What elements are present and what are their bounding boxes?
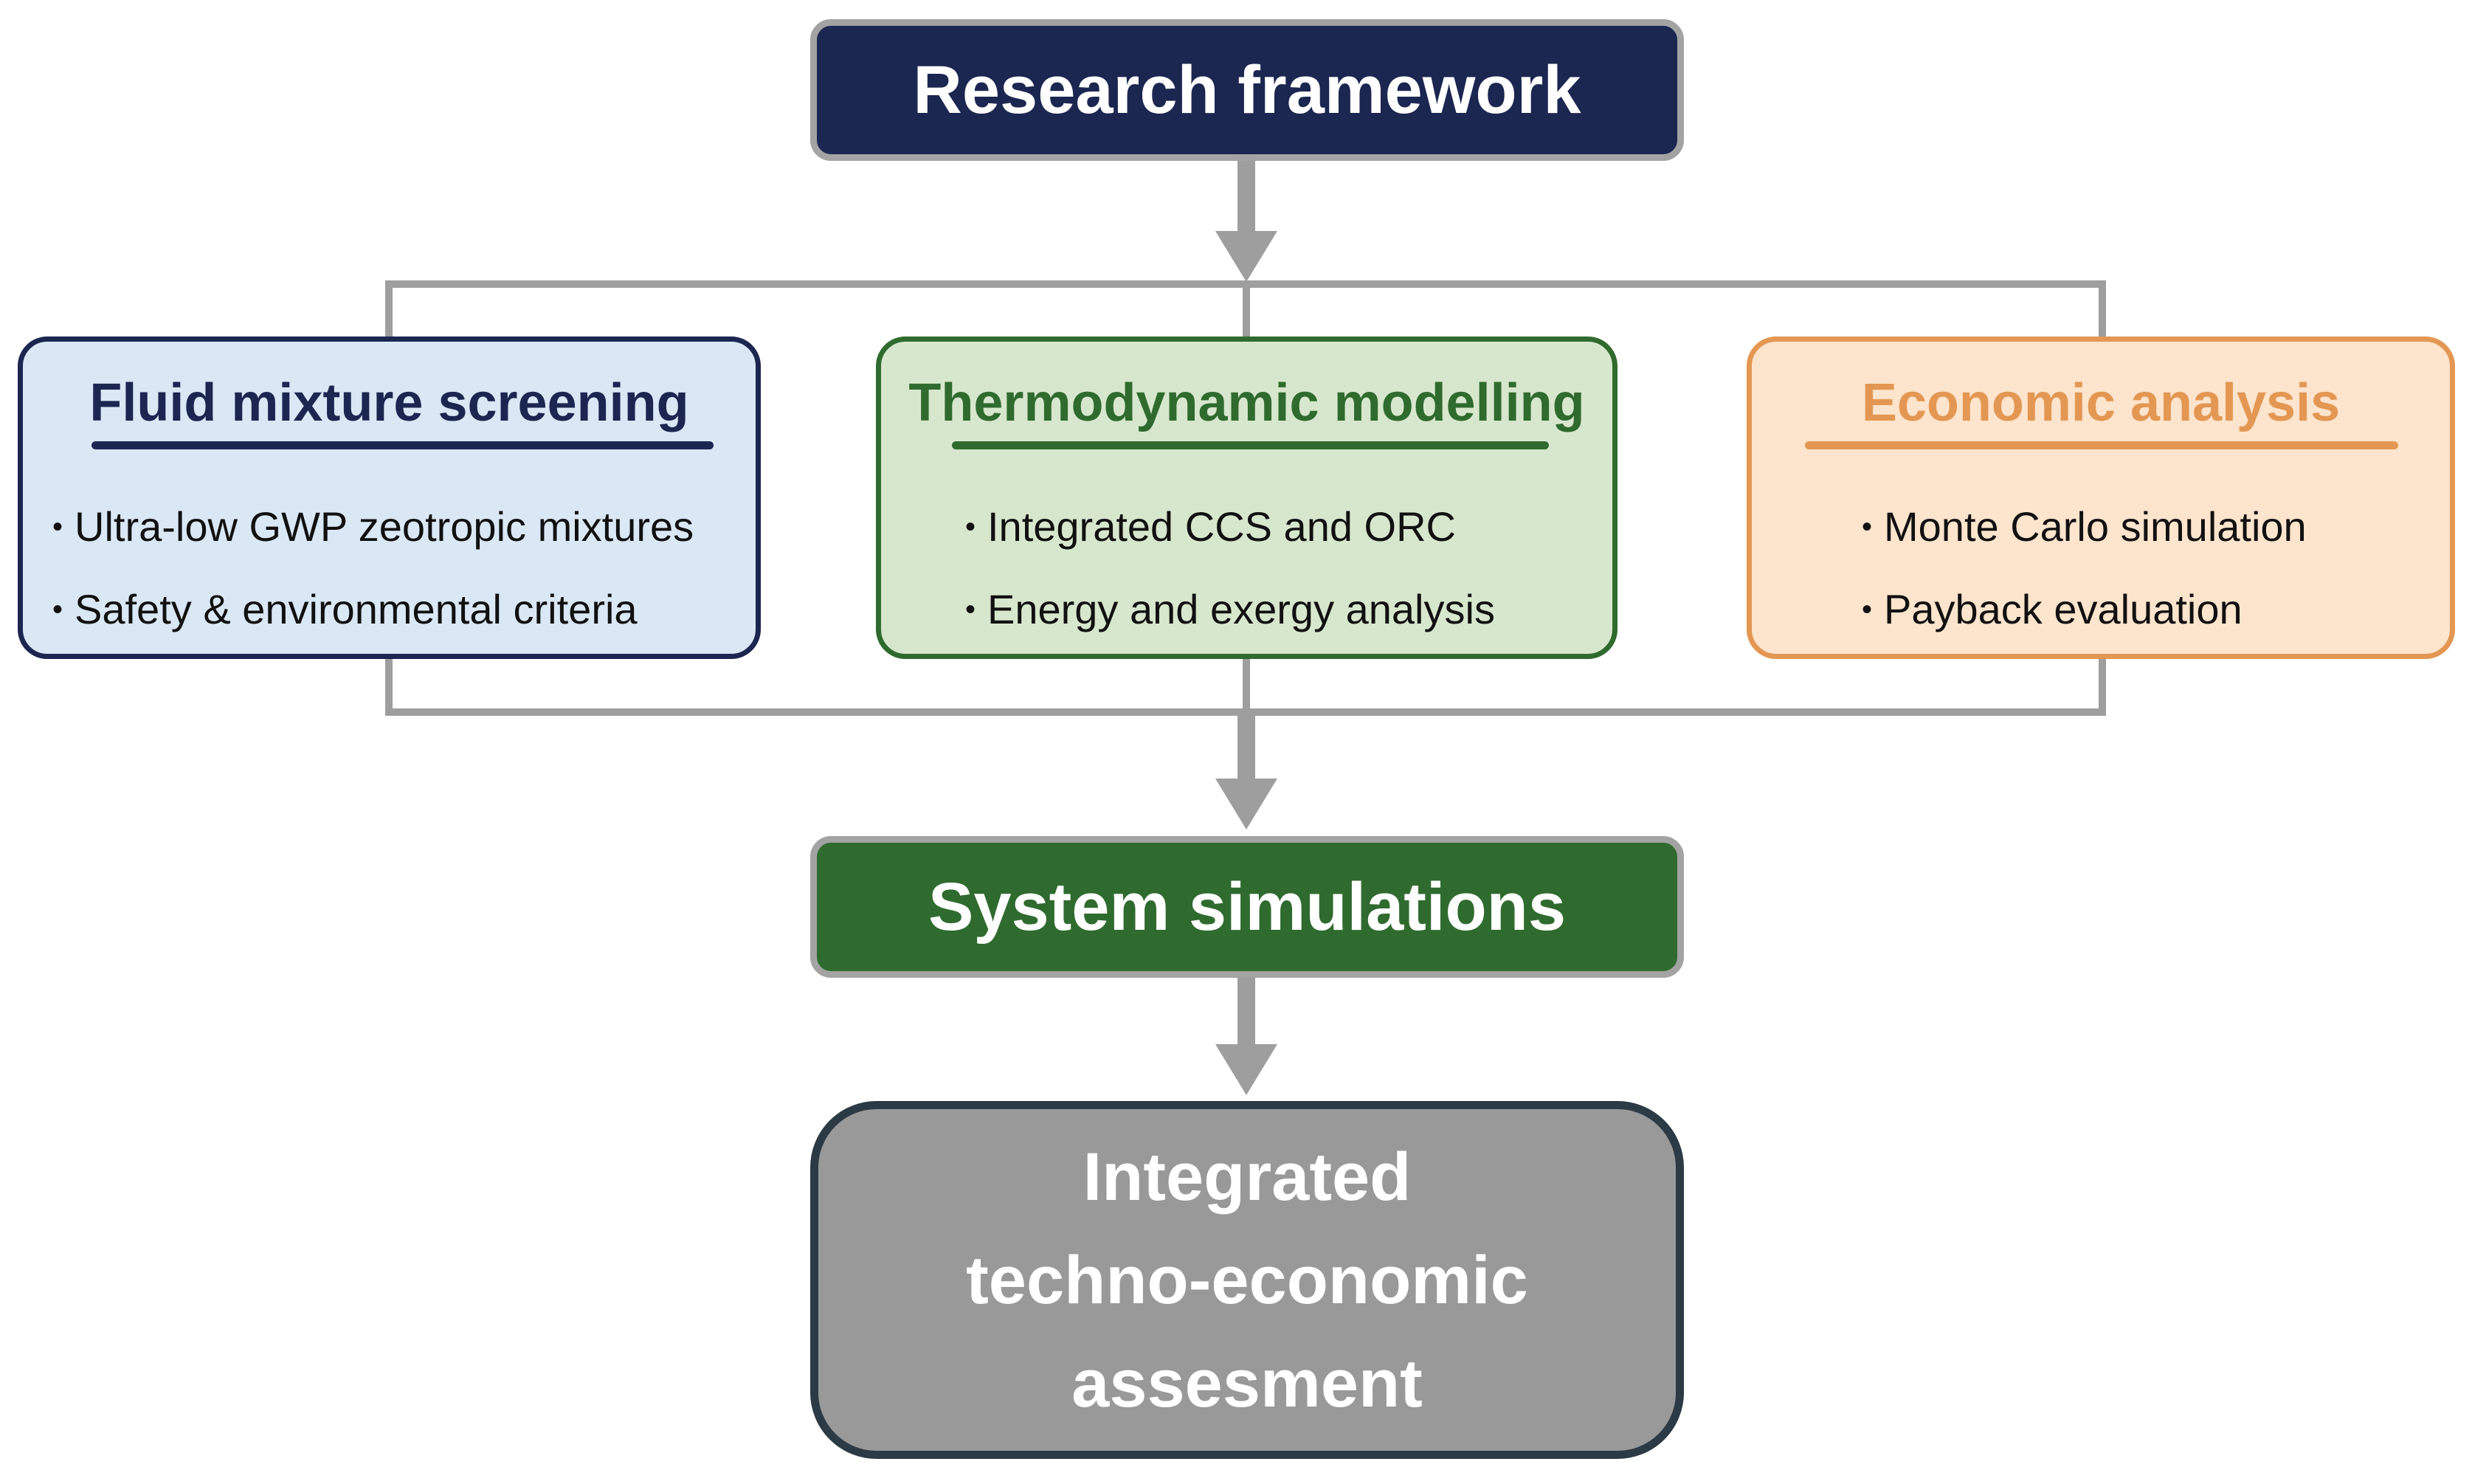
bullet-text: Ultra-low GWP zeotropic mixtures [75,503,694,550]
assessment-line: assesment [1071,1345,1423,1421]
title-underline [92,441,714,449]
bullet-item: • Payback evaluation [1862,568,2307,651]
bullet-list: • Ultra-low GWP zeotropic mixtures • Saf… [52,486,694,651]
economic-analysis-panel: Economic analysis • Monte Carlo simulati… [1747,337,2455,659]
arrow-heads [1215,231,1277,1095]
title-underline [1805,441,2398,449]
bullet-text: Energy and exergy analysis [987,586,1495,632]
assessment-line: Integrated [1083,1139,1412,1215]
bullet-item: • Safety & environmental criteria [52,568,694,651]
arrow-head-to-assessment [1215,1044,1277,1095]
arrow-head-to-panels [1215,231,1277,282]
fluid-mixture-screening-panel: Fluid mixture screening • Ultra-low GWP … [18,337,761,659]
system-simulations-label: System simulations [928,869,1567,945]
thermodynamic-modelling-panel: Thermodynamic modelling • Integrated CCS… [876,337,1617,659]
bullet-text: Integrated CCS and ORC [987,503,1456,550]
bullet-dot-icon: • [965,511,976,543]
techno-economic-assessment-box: Integrated techno-economic assesment [810,1101,1684,1459]
bullet-item: • Integrated CCS and ORC [965,486,1495,568]
bullet-text: Payback evaluation [1884,586,2243,632]
research-framework-label: Research framework [913,52,1581,128]
bullet-dot-icon: • [1862,511,1873,543]
bullet-list: • Integrated CCS and ORC • Energy and ex… [965,486,1495,651]
bullet-text: Safety & environmental criteria [75,586,638,632]
bullet-item: • Ultra-low GWP zeotropic mixtures [52,486,694,568]
bullet-item: • Energy and exergy analysis [965,568,1495,651]
bullet-text: Monte Carlo simulation [1884,503,2307,550]
arrow-head-to-system [1215,779,1277,829]
panel-title: Thermodynamic modelling [908,373,1585,432]
panel-title: Economic analysis [1861,373,2341,432]
research-framework-box: Research framework [810,19,1684,161]
system-simulations-box: System simulations [810,836,1684,978]
panel-title: Fluid mixture screening [89,373,689,432]
bullet-dot-icon: • [965,593,976,626]
bullet-list: • Monte Carlo simulation • Payback evalu… [1862,486,2307,651]
title-underline [952,441,1549,449]
bullet-item: • Monte Carlo simulation [1862,486,2307,568]
bullet-dot-icon: • [1862,593,1873,626]
bullet-dot-icon: • [52,511,63,543]
assessment-line: techno-economic [966,1242,1528,1318]
bullet-dot-icon: • [52,593,63,626]
